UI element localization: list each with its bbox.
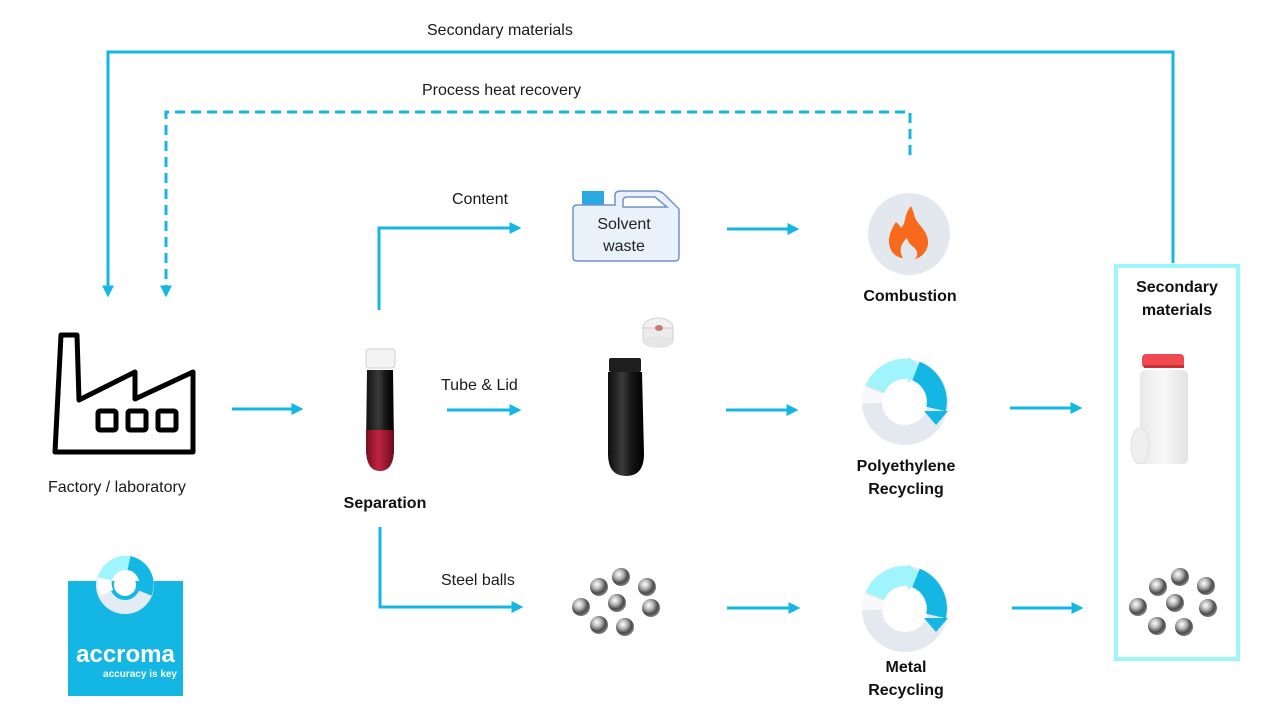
plastic-bottle-icon — [1130, 354, 1188, 465]
metal-recycle-cycle-icon — [861, 564, 948, 652]
flame-icon — [868, 193, 950, 275]
metal-recycling-label: Metal Recycling — [836, 656, 976, 702]
secondary-materials-title-line2: materials — [1141, 302, 1213, 319]
pe-recycling-label-line1: Polyethylene — [856, 458, 956, 475]
tube-and-lid-icon — [608, 317, 674, 476]
content-flow-label: Content — [452, 191, 509, 208]
logo-recycle-icon — [96, 555, 154, 614]
pe-recycling-label-line2: Recycling — [868, 481, 944, 498]
metal-recycling-label-line2: Recycling — [868, 682, 944, 699]
metal-recycling-label-line1: Metal — [885, 659, 927, 676]
factory-icon — [52, 332, 196, 455]
logo-wordmark: accroma — [76, 641, 175, 668]
steel-balls-icon — [572, 568, 660, 636]
jerrycan-icon — [572, 190, 680, 262]
steel-balls-flow-label: Steel balls — [441, 572, 515, 589]
arrow-steel-balls — [378, 527, 524, 613]
pe-recycle-cycle-icon — [861, 357, 948, 445]
secondary-materials-loop-label: Secondary materials — [427, 22, 573, 39]
separation-label: Separation — [343, 495, 427, 512]
pe-recycling-label: Polyethylene Recycling — [836, 455, 976, 501]
output-steel-balls-icon — [1129, 568, 1217, 636]
secondary-materials-loop-line — [102, 50, 1175, 298]
secondary-materials-title: Secondary materials — [1114, 276, 1240, 322]
secondary-materials-box — [1114, 264, 1240, 661]
accroma-logo: accroma accuracy is key — [68, 581, 183, 696]
logo-tagline: accuracy is key — [103, 669, 177, 680]
factory-label: Factory / laboratory — [48, 479, 186, 496]
arrow-content — [377, 222, 522, 310]
secondary-materials-title-line1: Secondary — [1136, 279, 1218, 296]
process-heat-recovery-label: Process heat recovery — [422, 82, 582, 99]
combustion-label: Combustion — [863, 288, 957, 305]
process-heat-recovery-loop-line — [160, 110, 912, 298]
tube-lid-flow-label: Tube & Lid — [441, 377, 518, 394]
sample-tube-icon — [365, 348, 396, 471]
